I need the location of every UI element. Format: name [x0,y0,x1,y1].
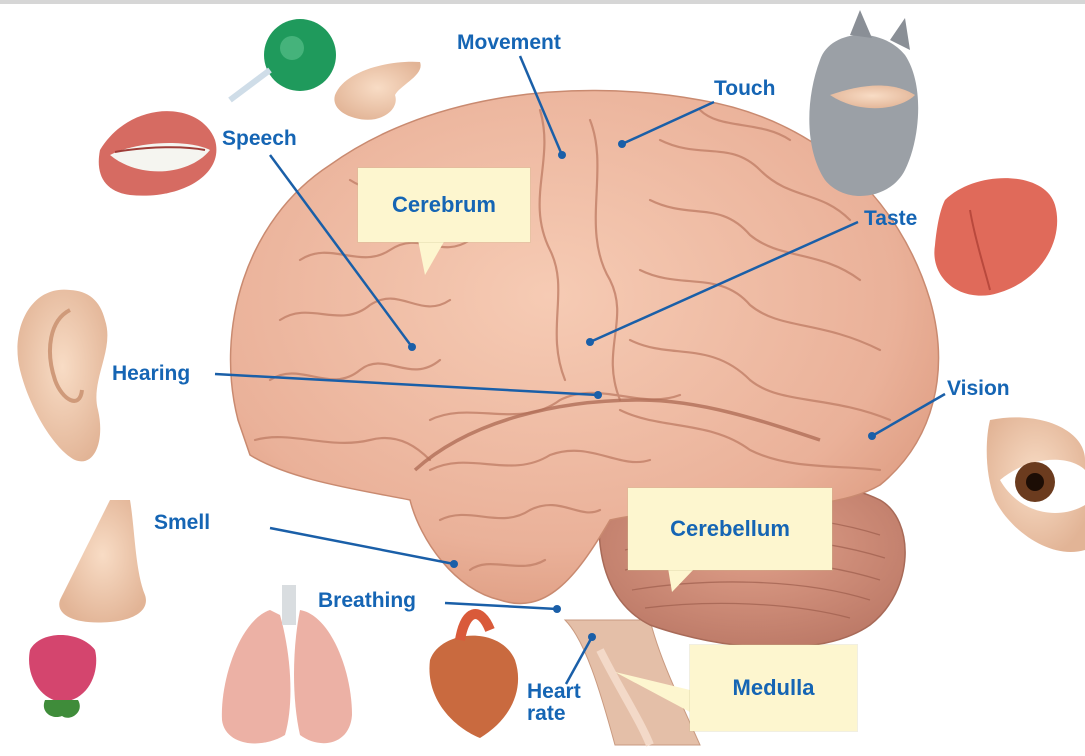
heart-icon [429,614,518,738]
cat-icon [809,10,918,196]
touch-label: Touch [714,78,775,100]
cerebellum-callout: Cerebellum [628,488,832,570]
brainstem [565,620,700,745]
nose-icon [59,500,146,623]
breathing-leader [445,603,557,609]
taste-label: Taste [864,208,917,230]
eye-icon [987,417,1085,552]
heart-rate-label-line2: rate [527,703,566,725]
tongue-icon [934,178,1057,296]
ear-icon [17,290,107,462]
heart-rate-label-line1: Heart [527,681,581,703]
cerebrum-callout: Cerebrum [358,168,530,242]
mouth-icon [99,111,217,195]
hand-icon [334,62,420,120]
smell-label: Smell [154,512,210,534]
speech-label: Speech [222,128,297,150]
whistle-icon [230,19,336,100]
medulla-callout: Medulla [690,645,857,731]
movement-label: Movement [457,32,561,54]
breathing-label: Breathing [318,590,416,612]
rose-icon [29,635,96,718]
hearing-label: Hearing [112,363,190,385]
vision-label: Vision [947,378,1010,400]
